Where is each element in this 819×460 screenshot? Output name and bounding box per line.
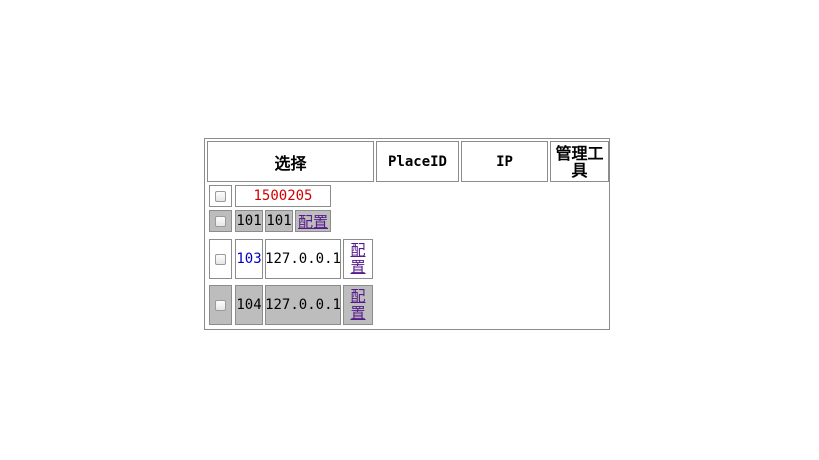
- group-checkbox[interactable]: [215, 190, 226, 202]
- row-104-checkbox-cell: [209, 285, 232, 325]
- header-tools-line1: 管理工: [555, 143, 604, 163]
- row-103-ip: 127.0.0.1: [265, 239, 341, 279]
- row-103-config-link-line2[interactable]: 置: [350, 258, 366, 276]
- row-101-checkbox-cell: [209, 210, 232, 232]
- place-table: 选择 PlaceID IP 管理工 具 1500205 101 101 配置 1…: [204, 138, 610, 330]
- row-103-id: 103: [235, 239, 263, 279]
- row-101-checkbox[interactable]: [215, 215, 226, 227]
- row-101-ip: 101: [265, 210, 293, 232]
- row-104-ip: 127.0.0.1: [265, 285, 341, 325]
- row-101-id: 101: [235, 210, 263, 232]
- row-103-config-cell: 配 置: [343, 239, 373, 279]
- row-104-config-link-line1[interactable]: 配: [350, 287, 366, 305]
- row-104-id: 104: [235, 285, 263, 325]
- header-placeid: PlaceID: [376, 141, 459, 182]
- group-label: 1500205: [235, 185, 331, 207]
- row-101-config-cell: 配置: [295, 210, 331, 232]
- row-103-config-link-line1[interactable]: 配: [350, 241, 366, 259]
- header-management-tools: 管理工 具: [550, 141, 609, 182]
- header-ip: IP: [461, 141, 548, 182]
- header-select: 选择: [207, 141, 374, 182]
- group-checkbox-cell: [209, 185, 232, 207]
- row-103-checkbox[interactable]: [215, 253, 226, 265]
- row-104-config-cell: 配 置: [343, 285, 373, 325]
- row-104-checkbox[interactable]: [215, 299, 226, 311]
- row-103-checkbox-cell: [209, 239, 232, 279]
- row-101-config-link[interactable]: 配置: [297, 212, 328, 231]
- row-104-config-link-line2[interactable]: 置: [350, 304, 366, 322]
- header-tools-line2: 具: [571, 160, 588, 180]
